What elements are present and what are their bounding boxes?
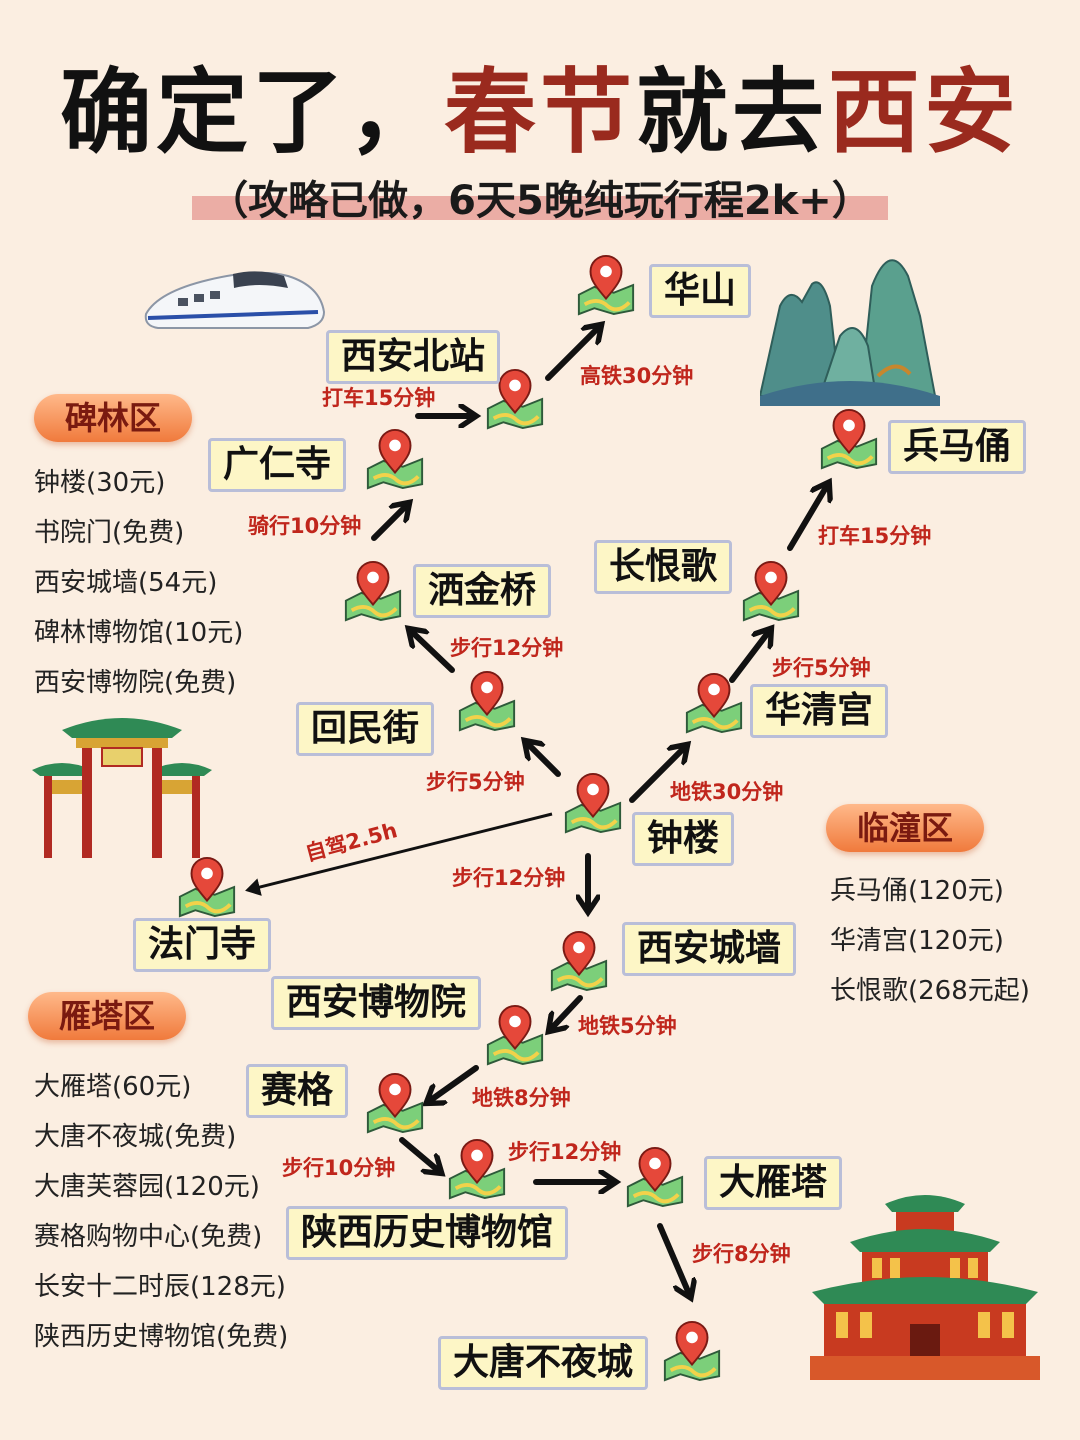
map-pin-icon xyxy=(448,1139,506,1200)
place-label-huashan: 华山 xyxy=(649,264,752,318)
list-item: 碑林博物馆(10元) xyxy=(34,618,244,648)
list-item: 大唐不夜城(免费) xyxy=(34,1122,237,1152)
list-item: 长安十二时辰(128元) xyxy=(34,1272,286,1302)
list-item: 大唐芙蓉园(120元) xyxy=(34,1172,260,1202)
route-arrow xyxy=(787,484,828,551)
place-label-dayanta: 大雁塔 xyxy=(704,1156,843,1210)
map-pin-icon xyxy=(486,1005,544,1066)
route-arrow xyxy=(657,1223,690,1296)
place-label-bowuyuan: 西安博物院 xyxy=(271,976,482,1030)
map-pin-icon xyxy=(458,671,516,732)
route-time-datang: 步行8分钟 xyxy=(692,1242,791,1266)
map-pin-icon xyxy=(820,409,878,470)
district-badge-lintong: 临潼区 xyxy=(826,804,984,852)
route-time-xian-north: 打车15分钟 xyxy=(322,386,436,410)
list-item: 西安城墙(54元) xyxy=(34,568,218,598)
district-badge-yanta: 雁塔区 xyxy=(28,992,186,1040)
route-time-huashan: 高铁30分钟 xyxy=(580,364,694,388)
mountain-icon xyxy=(760,259,940,406)
place-label-chengqiang: 西安城墙 xyxy=(622,922,797,976)
pagoda-building-icon xyxy=(810,1195,1040,1380)
route-arrow xyxy=(526,742,561,777)
high-speed-train-icon xyxy=(144,271,326,329)
route-arrow xyxy=(245,812,553,896)
map-pin-icon xyxy=(486,369,544,430)
place-label-xian-north: 西安北站 xyxy=(326,330,501,384)
map-pin-icon xyxy=(178,857,236,918)
place-label-huaqing: 华清宫 xyxy=(750,684,889,738)
place-label-datang: 大唐不夜城 xyxy=(438,1336,649,1390)
list-item: 长恨歌(268元起) xyxy=(830,976,1030,1006)
subtitle-highlight xyxy=(192,196,888,220)
map-pin-icon xyxy=(366,1073,424,1134)
list-item: 赛格购物中心(免费) xyxy=(34,1222,263,1252)
place-label-saige: 赛格 xyxy=(246,1064,349,1118)
title-part-3: 就去 xyxy=(636,59,829,166)
map-pin-icon xyxy=(626,1147,684,1208)
route-time-huimin: 步行5分钟 xyxy=(426,770,525,794)
list-item: 陕西历史博物馆(免费) xyxy=(34,1322,289,1352)
place-label-zhonglou: 钟楼 xyxy=(632,812,735,866)
route-arrow xyxy=(399,1137,440,1172)
list-item: 书院门(免费) xyxy=(34,518,185,548)
list-item: 大雁塔(60元) xyxy=(34,1072,192,1102)
district-list-yanta: 大雁塔(60元) 大唐不夜城(免费) 大唐芙蓉园(120元) 赛格购物中心(免费… xyxy=(34,1062,288,1362)
route-time-huaqing: 地铁30分钟 xyxy=(670,780,784,804)
route-time-bingmayong: 打车15分钟 xyxy=(818,524,932,548)
route-time-dayanta: 步行12分钟 xyxy=(508,1140,622,1164)
route-arrow xyxy=(371,504,408,541)
route-time-chengqiang: 步行12分钟 xyxy=(452,866,566,890)
place-label-changhenge: 长恨歌 xyxy=(594,540,733,594)
route-arrow xyxy=(410,630,455,673)
list-item: 华清宫(120元) xyxy=(830,926,1004,956)
map-pin-icon xyxy=(564,773,622,834)
list-item: 兵马俑(120元) xyxy=(830,876,1004,906)
route-arrow xyxy=(629,746,686,803)
district-list-lintong: 兵马俑(120元) 华清宫(120元) 长恨歌(268元起) xyxy=(830,866,1030,1016)
map-pin-icon xyxy=(742,561,800,622)
title-part-2: 春节 xyxy=(443,59,636,166)
map-pin-icon xyxy=(577,255,635,316)
memorial-gate-icon xyxy=(32,718,212,858)
place-label-shaanxi-museum: 陕西历史博物馆 xyxy=(286,1206,569,1260)
map-pin-icon xyxy=(663,1321,721,1382)
route-time-shaanxi-museum: 步行10分钟 xyxy=(282,1156,396,1180)
place-label-huimin: 回民街 xyxy=(296,702,435,756)
place-label-bingmayong: 兵马俑 xyxy=(888,420,1027,474)
list-item: 钟楼(30元) xyxy=(34,468,166,498)
list-item: 西安博物院(免费) xyxy=(34,668,237,698)
map-pin-icon xyxy=(344,561,402,622)
route-time-saige: 地铁8分钟 xyxy=(472,1086,571,1110)
route-time-bowuyuan: 地铁5分钟 xyxy=(578,1014,677,1038)
subtitle: （攻略已做，6天5晚纯玩行程2k+） xyxy=(208,178,872,224)
place-label-sajinqiao: 洒金桥 xyxy=(413,564,552,618)
map-pin-icon xyxy=(366,429,424,490)
title-part-4: 西安 xyxy=(828,59,1021,166)
district-badge-beilin: 碑林区 xyxy=(34,394,192,442)
route-arrow xyxy=(545,326,600,381)
district-list-beilin: 钟楼(30元) 书院门(免费) 西安城墙(54元) 碑林博物馆(10元) 西安博… xyxy=(34,458,243,708)
place-label-guangren: 广仁寺 xyxy=(208,438,347,492)
place-label-famen: 法门寺 xyxy=(133,918,272,972)
subtitle-block: （攻略已做，6天5晚纯玩行程2k+） xyxy=(0,168,1080,228)
route-time-changhenge: 步行5分钟 xyxy=(772,656,871,680)
route-time-sajinqiao: 步行12分钟 xyxy=(450,636,564,660)
route-arrow xyxy=(729,630,770,683)
page-title: 确定了，春节就去西安 xyxy=(0,38,1080,171)
title-part-1: 确定了， xyxy=(59,59,444,166)
route-arrow xyxy=(428,1065,479,1102)
map-pin-icon xyxy=(685,673,743,734)
map-pin-icon xyxy=(550,931,608,992)
route-arrow xyxy=(550,995,583,1030)
route-time-guangren: 骑行10分钟 xyxy=(248,514,362,538)
